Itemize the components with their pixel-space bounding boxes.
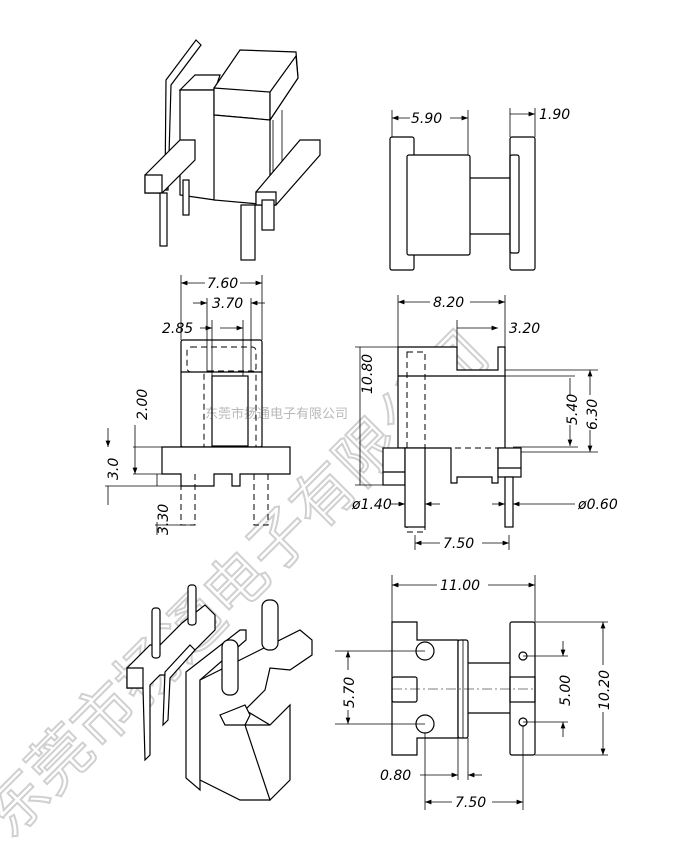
dim-dia-1-40: ø1.40 xyxy=(351,497,392,513)
dim-3-20: 3.20 xyxy=(509,321,540,337)
isometric-view-top xyxy=(144,39,321,261)
dim-dia-0-60: ø0.60 xyxy=(577,497,618,513)
isometric-view-bottom xyxy=(126,584,313,802)
top-side-view: 5.90 1.90 xyxy=(389,107,570,271)
dim-1-90: 1.90 xyxy=(539,107,570,123)
dim-5-70: 5.70 xyxy=(342,677,358,708)
side-view: 8.20 3.20 10.80 5.40 6.30 ø1.40 ø0.60 7.… xyxy=(351,295,618,552)
dim-2-00: 2.00 xyxy=(135,389,151,420)
dim-3-70: 3.70 xyxy=(212,296,243,312)
dim-11-00: 11.00 xyxy=(440,578,480,594)
dim-7-50-side: 7.50 xyxy=(443,536,474,552)
dim-3-30: 3.30 xyxy=(156,504,172,535)
dim-5-00: 5.00 xyxy=(558,675,574,706)
dim-7-50-bottom: 7.50 xyxy=(455,795,486,811)
dim-5-40: 5.40 xyxy=(565,394,581,425)
dim-10-80: 10.80 xyxy=(360,354,376,394)
watermark-small: 东莞市扬通电子有限公司 xyxy=(205,406,348,422)
dim-5-90: 5.90 xyxy=(411,111,442,127)
dim-8-20: 8.20 xyxy=(433,295,464,311)
dim-7-60: 7.60 xyxy=(207,276,238,292)
dim-10-20: 10.20 xyxy=(597,670,613,710)
dim-3-0: 3.0 xyxy=(106,458,122,480)
dim-2-85: 2.85 xyxy=(162,321,193,337)
front-view: 7.60 3.70 2.85 2.00 3.0 3.30 xyxy=(105,275,291,535)
dim-6-30: 6.30 xyxy=(585,399,601,430)
dim-0-80: 0.80 xyxy=(380,768,411,784)
bottom-view: 11.00 5.70 5.00 10.20 0.80 7.50 xyxy=(335,575,613,811)
